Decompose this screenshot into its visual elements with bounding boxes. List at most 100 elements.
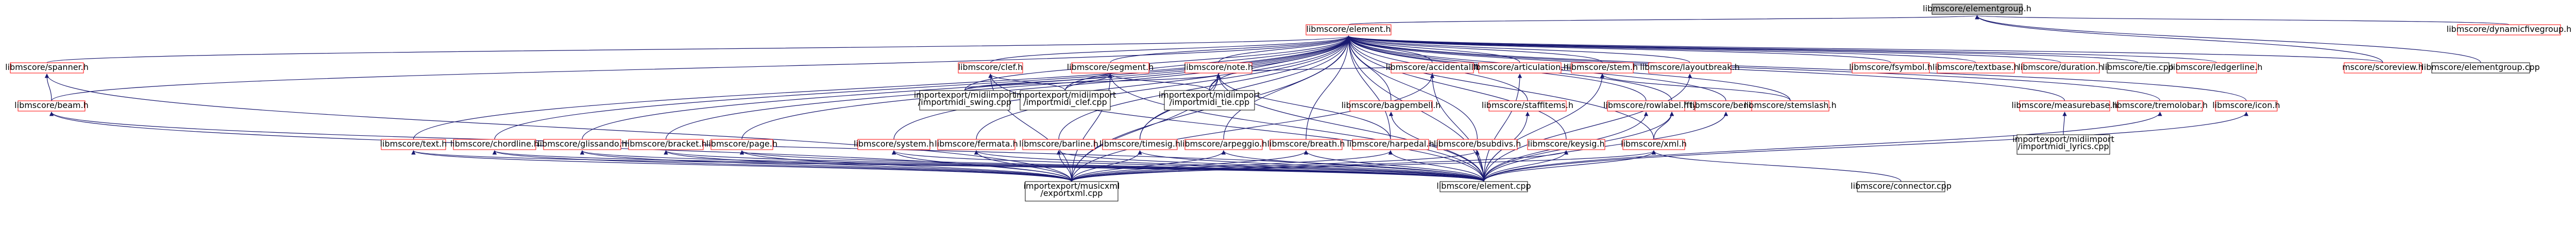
node-accidental[interactable]: libmscore/accidental.h bbox=[1386, 62, 1479, 74]
node-fermata[interactable]: libmscore/fermata.h bbox=[935, 139, 1018, 150]
node-rowlabel[interactable]: libmscore/rowlabel.h bbox=[1603, 100, 1689, 112]
edge-articulation-to-element_h bbox=[1346, 35, 1520, 63]
node-chordline[interactable]: libmscore/chordline.h bbox=[450, 139, 539, 150]
edge-musicxml-to-timesig bbox=[1071, 150, 1142, 182]
edge-musicxml-to-fermata bbox=[974, 150, 1072, 182]
node-box bbox=[1437, 139, 1518, 150]
node-box bbox=[2107, 62, 2170, 74]
node-layoutbreak[interactable]: libmscore/layoutbreak.h bbox=[1640, 62, 1740, 74]
edge-spanner-to-element_h bbox=[46, 35, 1350, 63]
node-label: libmscore/layoutbreak.h bbox=[1640, 62, 1739, 72]
node-box bbox=[2176, 62, 2257, 74]
node-box bbox=[10, 62, 84, 74]
node-fsymbol[interactable]: libmscore/fsymbol.h bbox=[1849, 62, 1933, 74]
node-clef[interactable]: libmscore/clef.h bbox=[958, 62, 1023, 74]
edge-tiecpp-to-element_h bbox=[1346, 35, 2139, 63]
node-bracket[interactable]: libmscore/bracket.h bbox=[625, 139, 707, 150]
node-arpeggio[interactable]: libmscore/arpeggio.h bbox=[1180, 139, 1267, 150]
node-label: importexport/midiimport/importmidi_swing… bbox=[914, 90, 1016, 107]
edge-mm_swing-to-segment bbox=[964, 74, 1113, 91]
edge-element_cpp-to-page bbox=[740, 150, 1484, 182]
node-elementgroup_cpp[interactable]: libmscore/elementgroup.cpp bbox=[2421, 62, 2540, 74]
node-glissando[interactable]: libmscore/glissando.h bbox=[537, 139, 627, 150]
edge-glissando-to-element_h bbox=[582, 35, 1351, 140]
node-text[interactable]: libmscore/text.h bbox=[380, 139, 447, 150]
node-staffitems[interactable]: libmscore/staffitems.h bbox=[1482, 100, 1573, 112]
node-label: libmscore/note.h bbox=[1184, 62, 1253, 72]
node-label: importexport/midiimport/importmidi_tie.c… bbox=[1159, 90, 1261, 107]
node-label: libmscore/textbase.h bbox=[1933, 62, 2019, 72]
node-musicxml[interactable]: importexport/musicxml/exportxml.cpp bbox=[1024, 181, 1120, 202]
edge-musicxml-to-arpeggio bbox=[1071, 150, 1226, 182]
node-stemslash[interactable]: libmscore/stemslash.h bbox=[1744, 100, 1837, 112]
node-icon[interactable]: libmscore/icon.h bbox=[2212, 100, 2280, 112]
node-element_cpp[interactable]: libmscore/element.cpp bbox=[1436, 181, 1531, 192]
node-stem[interactable]: libmscore/stem.h bbox=[1567, 62, 1638, 74]
node-keysig[interactable]: libmscore/keysig.h bbox=[1527, 139, 1605, 150]
node-box bbox=[2022, 62, 2100, 74]
node-timesig[interactable]: libmscore/timesig.h bbox=[1099, 139, 1180, 150]
node-box bbox=[958, 62, 1023, 74]
node-duration[interactable]: libmscore/duration.h bbox=[2018, 62, 2104, 74]
edge-musicxml-to-system bbox=[891, 150, 1072, 182]
node-barline[interactable]: libmscore/barline.h bbox=[1019, 139, 1098, 150]
node-measurebase[interactable]: libmscore/measurebase.h bbox=[2011, 100, 2118, 112]
edge-element_cpp-to-accidental bbox=[1430, 74, 1484, 182]
edge-element_cpp-to-breath bbox=[1303, 150, 1484, 182]
node-label: libmscore/bend.h bbox=[1690, 100, 1762, 110]
node-tiecpp[interactable]: libmscore/tie.cpp bbox=[2103, 62, 2174, 74]
node-label: libmscore/fermata.h bbox=[935, 139, 1018, 149]
node-articulation[interactable]: libmscore/articulation.h bbox=[1471, 62, 1569, 74]
edge-element_cpp-to-articulation bbox=[1483, 74, 1522, 182]
node-label: libmscore/measurebase.h bbox=[2011, 100, 2117, 110]
edge-musicxml-to-accidental bbox=[1071, 74, 1435, 182]
node-box bbox=[2215, 100, 2278, 112]
node-element_h[interactable]: libmscore/element.h bbox=[1306, 24, 1392, 35]
node-ledgerline[interactable]: libmscore/ledgerline.h bbox=[2171, 62, 2263, 74]
node-label: libmscore/element.cpp bbox=[1436, 181, 1531, 191]
node-mm_clef[interactable]: importexport/midiimport/importmidi_clef.… bbox=[1014, 90, 1116, 111]
edge-bsubdiv-to-element_h bbox=[1346, 35, 1478, 140]
node-box bbox=[1352, 139, 1429, 150]
edge-scoreview-to-element_h bbox=[1346, 35, 2383, 63]
node-note[interactable]: libmscore/note.h bbox=[1184, 62, 1253, 74]
node-harpedal[interactable]: libmscore/harpedal.h bbox=[1347, 139, 1434, 150]
node-label: libmscore/chordline.h bbox=[450, 139, 539, 149]
node-textbase[interactable]: libmscore/textbase.h bbox=[1933, 62, 2019, 74]
edge-xml-to-element_h bbox=[1346, 35, 1654, 140]
node-beam[interactable]: libmscore/beam.h bbox=[14, 100, 89, 112]
node-scoreview[interactable]: mscore/scoreview.h bbox=[2342, 62, 2424, 74]
edge-xml-to-stafftype bbox=[1653, 112, 1674, 140]
node-label: libmscore/ledgerline.h bbox=[2171, 62, 2262, 72]
node-bend[interactable]: libmscore/bend.h bbox=[1690, 100, 1762, 112]
node-page[interactable]: libmscore/page.h bbox=[706, 139, 777, 150]
edge-connector_cpp-to-xml bbox=[1651, 150, 1902, 182]
edge-element_h-to-elementgroup_h bbox=[1348, 15, 1979, 25]
node-box bbox=[1571, 62, 1634, 74]
node-segment[interactable]: libmscore/segment.h bbox=[1067, 62, 1154, 74]
node-tremolobar[interactable]: libmscore/tremolobar.h bbox=[2112, 100, 2208, 112]
node-dynamicfiv[interactable]: libmscore/dynamicfivegroup.h bbox=[2447, 24, 2572, 35]
node-box bbox=[2344, 62, 2422, 74]
node-mm_tie[interactable]: importexport/midiimport/importmidi_tie.c… bbox=[1159, 90, 1261, 111]
node-bagpembell[interactable]: libmscore/bagpembell.h bbox=[1342, 100, 1441, 112]
node-box bbox=[453, 139, 536, 150]
node-system[interactable]: libmscore/system.h bbox=[854, 139, 934, 150]
node-label: libmscore/icon.h bbox=[2212, 100, 2280, 110]
node-spanner[interactable]: libmscore/spanner.h bbox=[5, 62, 89, 74]
node-connector_cpp[interactable]: libmscore/connector.cpp bbox=[1851, 181, 1952, 192]
node-label: libmscore/keysig.h bbox=[1528, 139, 1604, 149]
node-box bbox=[1931, 4, 2023, 15]
node-mm_swing[interactable]: importexport/midiimport/importmidi_swing… bbox=[914, 90, 1016, 111]
edge-musicxml-to-harpedal bbox=[1071, 150, 1393, 182]
edge-textbase-to-element_h bbox=[1346, 35, 1976, 63]
node-label: libmscore/beam.h bbox=[14, 100, 89, 110]
node-label: libmscore/elementgroup.cpp bbox=[2421, 62, 2540, 72]
node-bsubdiv[interactable]: libmscore/bsubdivs.h bbox=[1434, 139, 1521, 150]
node-box bbox=[937, 139, 1015, 150]
node-mm_lyrics[interactable]: importexport/midiimport/importmidi_lyric… bbox=[2012, 134, 2114, 155]
node-xml[interactable]: libmscore/xml.h bbox=[1621, 139, 1687, 150]
node-label: libmscore/bagpembell.h bbox=[1342, 100, 1441, 110]
node-box bbox=[857, 139, 930, 150]
node-breath[interactable]: libmscore/breath.h bbox=[1267, 139, 1345, 150]
